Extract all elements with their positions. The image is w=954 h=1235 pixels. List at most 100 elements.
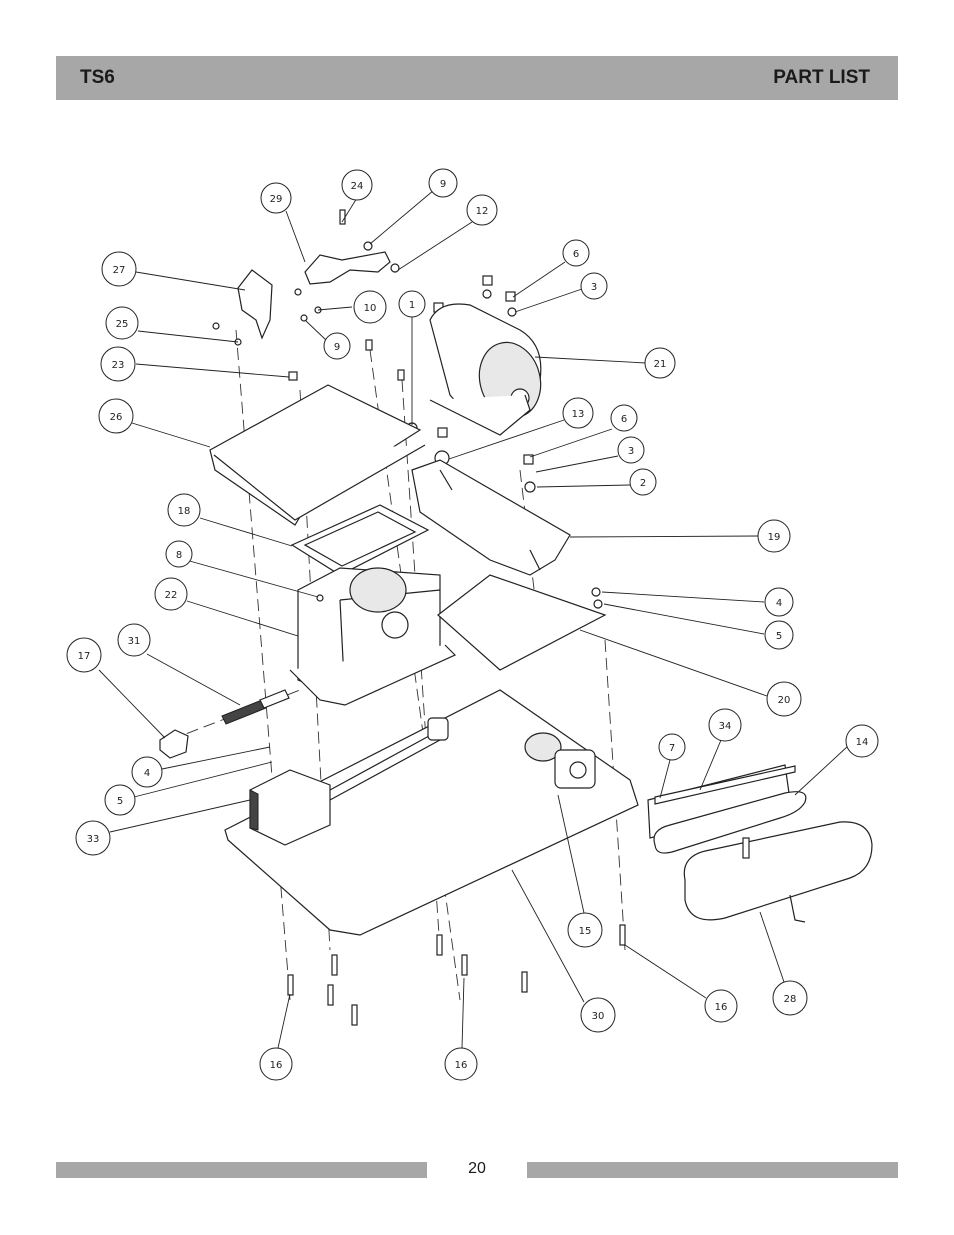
svg-text:28: 28 [784, 994, 797, 1005]
svg-text:3: 3 [628, 446, 634, 457]
svg-text:30: 30 [592, 1011, 605, 1022]
svg-text:6: 6 [573, 249, 579, 260]
callout-34: 34 [708, 708, 742, 742]
callout-6-mid: 6 [610, 404, 638, 432]
part-27-guard [237, 269, 273, 340]
callout-4-left: 4 [131, 756, 163, 788]
part-17-cap [159, 729, 189, 759]
svg-text:5: 5 [776, 631, 782, 642]
callout-21: 21 [644, 347, 676, 379]
svg-text:34: 34 [719, 721, 732, 732]
svg-text:2: 2 [640, 478, 646, 489]
svg-text:24: 24 [351, 181, 364, 192]
part-14-belt [653, 791, 807, 854]
part-15-pump [524, 732, 596, 789]
model-title: TS6 [80, 67, 115, 88]
svg-text:19: 19 [768, 532, 781, 543]
part-31-nipple [221, 689, 290, 725]
callout-1: 1 [398, 290, 426, 318]
svg-text:12: 12 [476, 206, 489, 217]
callout-15: 15 [567, 912, 603, 948]
svg-text:9: 9 [334, 342, 340, 353]
callout-4-right: 4 [764, 587, 794, 617]
svg-text:17: 17 [78, 651, 91, 662]
svg-text:15: 15 [579, 926, 592, 937]
svg-text:27: 27 [113, 265, 126, 276]
svg-text:9: 9 [440, 179, 446, 190]
svg-text:16: 16 [455, 1060, 468, 1071]
svg-text:22: 22 [165, 590, 178, 601]
svg-text:1: 1 [409, 300, 415, 311]
callout-2: 2 [629, 468, 657, 496]
callout-28: 28 [772, 980, 808, 1016]
svg-text:26: 26 [110, 412, 123, 423]
section-title: PART LIST [773, 67, 870, 88]
svg-text:29: 29 [270, 194, 283, 205]
callout-16-left: 16 [259, 1047, 293, 1081]
callout-10: 10 [353, 290, 387, 324]
header-bar: TS6 PART LIST [56, 56, 898, 100]
callout-29: 29 [260, 182, 292, 214]
callout-23: 23 [100, 346, 136, 382]
part-28-belt-cover [683, 821, 873, 923]
callout-6-top: 6 [562, 239, 590, 267]
footer-bar-left [56, 1162, 427, 1178]
callout-33: 33 [75, 820, 111, 856]
page-number: 20 [468, 1160, 486, 1177]
callout-12: 12 [466, 194, 498, 226]
svg-text:6: 6 [621, 414, 627, 425]
part-34-strip [654, 765, 796, 805]
svg-text:4: 4 [144, 768, 150, 779]
svg-text:33: 33 [87, 834, 100, 845]
callout-31: 31 [117, 623, 151, 657]
svg-text:21: 21 [654, 359, 667, 370]
callout-19: 19 [757, 519, 791, 553]
callout-25: 25 [105, 306, 139, 340]
callout-3-mid: 3 [617, 436, 645, 464]
callout-24: 24 [341, 169, 373, 201]
svg-text:18: 18 [178, 506, 191, 517]
svg-text:10: 10 [364, 303, 377, 314]
callout-27: 27 [101, 251, 137, 287]
part-21-motor [429, 303, 542, 436]
callout-16-right: 16 [704, 989, 738, 1023]
callouts: 24 9 29 12 6 27 3 10 1 25 9 21 23 26 13 … [66, 168, 879, 1081]
callout-30: 30 [580, 997, 616, 1033]
svg-text:3: 3 [591, 282, 597, 293]
part-20-base-plate [437, 574, 607, 671]
part-22-housing [289, 567, 457, 706]
callout-20: 20 [766, 681, 802, 717]
svg-text:20: 20 [778, 695, 791, 706]
callout-17: 17 [66, 637, 102, 673]
callout-9-mid: 9 [323, 332, 351, 360]
callout-5-left: 5 [104, 784, 136, 816]
callout-22: 22 [154, 577, 188, 611]
svg-text:31: 31 [128, 636, 141, 647]
part-16-bolts [287, 924, 626, 1026]
svg-text:23: 23 [112, 360, 125, 371]
callout-5-right: 5 [764, 620, 794, 650]
svg-text:4: 4 [776, 598, 782, 609]
callout-9-top: 9 [428, 168, 458, 198]
svg-text:25: 25 [116, 319, 129, 330]
part-8 [316, 594, 324, 602]
leader-lines [98, 189, 849, 1049]
part-33-switch-box [249, 717, 449, 846]
svg-text:5: 5 [117, 796, 123, 807]
part-29-bracket [304, 251, 391, 285]
callout-18: 18 [167, 493, 201, 527]
callout-7: 7 [658, 733, 686, 761]
svg-text:7: 7 [669, 743, 675, 754]
callout-26: 26 [98, 398, 134, 434]
callout-13: 13 [562, 397, 594, 429]
part-19-mount-plate [411, 459, 571, 576]
part-2-washer [524, 481, 536, 493]
callout-3-top: 3 [580, 272, 608, 300]
svg-text:14: 14 [856, 737, 869, 748]
callout-16-mid: 16 [444, 1047, 478, 1081]
svg-text:8: 8 [176, 550, 182, 561]
svg-text:16: 16 [715, 1002, 728, 1013]
svg-text:13: 13 [572, 409, 585, 420]
callout-8: 8 [165, 540, 193, 568]
